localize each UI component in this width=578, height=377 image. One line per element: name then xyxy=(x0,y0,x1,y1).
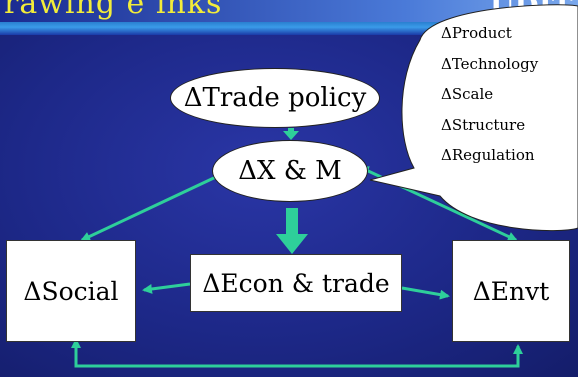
callout-item-scale: ΔScale xyxy=(441,85,494,103)
header-shade xyxy=(0,0,578,22)
arrow-social-envt xyxy=(71,338,523,368)
callout-item-product: ΔProduct xyxy=(441,24,512,42)
arrow-xm-social xyxy=(80,172,226,242)
arrow-econ-envt xyxy=(401,286,450,300)
node-social: ΔSocial xyxy=(6,240,136,342)
arrow-policy-to-xm xyxy=(283,128,299,140)
node-trade-policy: ΔTrade policy xyxy=(170,68,380,128)
node-x-and-m: ΔX & M xyxy=(212,140,368,202)
arrow-xm-to-econ xyxy=(276,208,308,254)
node-envt: ΔEnvt xyxy=(452,240,570,342)
callout-item-structure: ΔStructure xyxy=(441,115,526,134)
callout-bubble xyxy=(369,4,578,232)
callout-item-technology: ΔTechnology xyxy=(441,54,539,73)
callout-list: ΔProduct ΔTechnology ΔScale ΔStructure Δ… xyxy=(441,22,571,175)
arrow-econ-social xyxy=(142,282,191,294)
node-econ-and-trade: ΔEcon & trade xyxy=(190,254,402,312)
slide-title: rawing e inks xyxy=(4,0,223,21)
callout-item-regulation: ΔRegulation xyxy=(441,146,535,164)
